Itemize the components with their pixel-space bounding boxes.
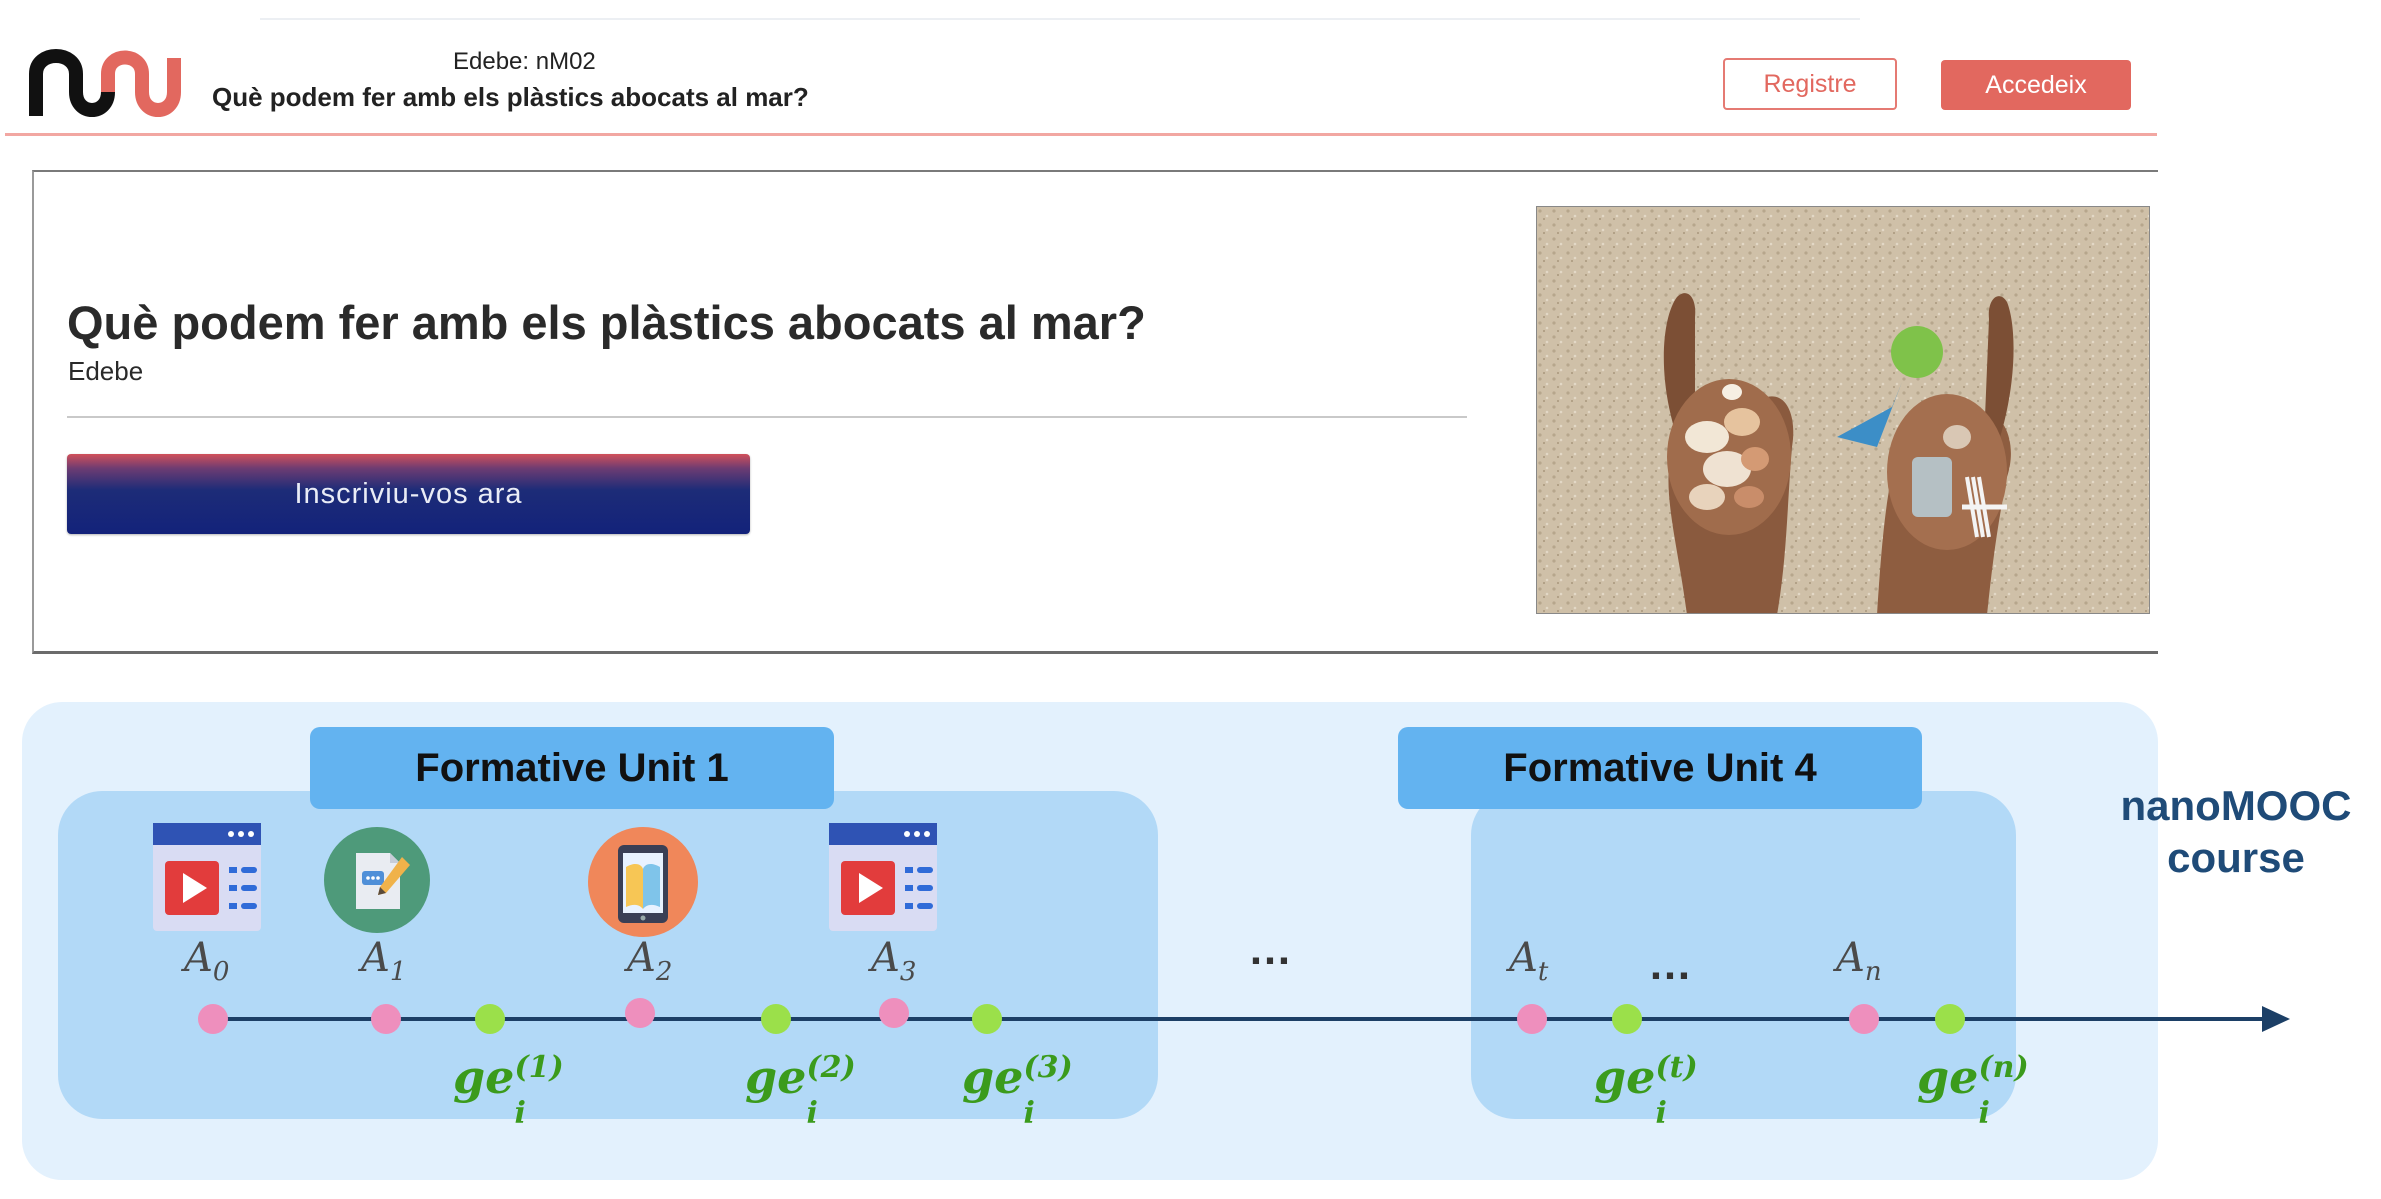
register-button[interactable]: Registre <box>1723 58 1897 110</box>
card-divider <box>67 416 1467 418</box>
activity-label-a0: A0 <box>184 935 230 987</box>
tablet-book-icon <box>588 827 698 937</box>
ellipsis-between-units: … <box>1248 925 1300 974</box>
grade-estimate-dot-3 <box>972 1004 1002 1034</box>
video-player-icon <box>153 823 261 931</box>
course-label-line1: nanoMOOC <box>2120 782 2352 829</box>
grade-estimate-label-n: ge(n)i <box>1917 1050 2029 1131</box>
login-button[interactable]: Accedeix <box>1941 60 2131 110</box>
grade-estimate-label-2: ge(2)i <box>745 1050 856 1131</box>
grade-estimate-dot-t <box>1612 1004 1642 1034</box>
formative-unit-4-box <box>1471 791 2016 1119</box>
activity-label-a2: A2 <box>627 935 673 987</box>
course-label-line2: course <box>2167 834 2305 881</box>
grade-estimate-label-t: ge(t)i <box>1594 1050 1698 1131</box>
top-rule <box>260 18 1860 20</box>
grade-estimate-dot-n <box>1935 1004 1965 1034</box>
timeline-arrowhead <box>2262 1006 2290 1032</box>
nanomooc-course-label: nanoMOOC course <box>2075 780 2381 884</box>
activity-dot-n <box>1849 1004 1879 1034</box>
course-image <box>1536 206 2150 614</box>
activity-dot-t <box>1517 1004 1547 1034</box>
activity-dot-0 <box>198 1004 228 1034</box>
video-player-icon <box>829 823 937 931</box>
course-title: Què podem fer amb els plàstics abocats a… <box>67 296 1146 349</box>
activity-dot-1 <box>371 1004 401 1034</box>
activity-label-at: At <box>1509 935 1549 987</box>
course-code: Edebe: nM02 <box>453 48 596 75</box>
grade-estimate-label-3: ge(3)i <box>962 1050 1073 1131</box>
ellipsis-inside-unit-4: … <box>1648 940 1700 989</box>
activity-label-a1: A1 <box>361 935 407 987</box>
header-course-title: Què podem fer amb els plàstics abocats a… <box>212 82 809 112</box>
nm-logo[interactable] <box>28 40 183 120</box>
document-edit-icon <box>324 827 430 933</box>
course-author: Edebe <box>68 356 144 386</box>
grade-estimate-label-1: ge(1)i <box>453 1050 564 1131</box>
enrol-button[interactable]: Inscriviu-vos ara <box>67 454 750 534</box>
formative-unit-1-label: Formative Unit 1 <box>310 727 834 809</box>
header-divider <box>5 133 2157 136</box>
grade-estimate-dot-2 <box>761 1004 791 1034</box>
grade-estimate-dot-1 <box>475 1004 505 1034</box>
activity-dot-3 <box>879 998 909 1028</box>
formative-unit-4-label: Formative Unit 4 <box>1398 727 1922 809</box>
activity-label-an: An <box>1836 935 1882 987</box>
activity-label-a3: A3 <box>871 935 917 987</box>
activity-dot-2 <box>625 998 655 1028</box>
